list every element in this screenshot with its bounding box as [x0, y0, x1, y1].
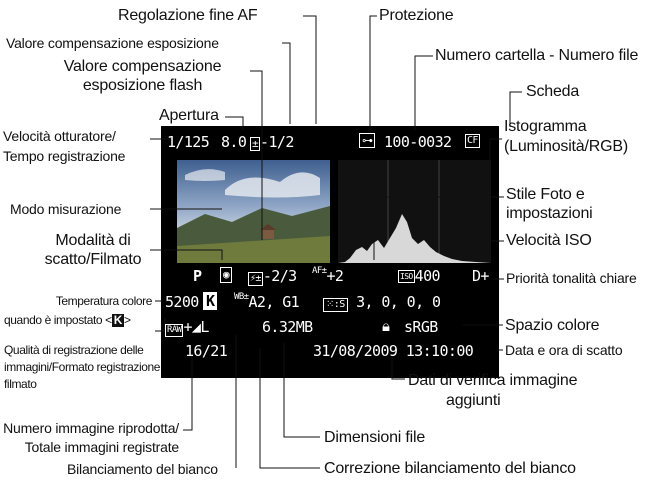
label-temp-colore-2: quando è impostato <K>	[4, 313, 131, 327]
screen-lock-icon: 🔒︎	[382, 317, 390, 335]
screen-k-icon: K	[203, 292, 218, 310]
label-comp-flash-1: Valore compensazione	[63, 58, 222, 75]
label-modo-misurazione: Modo misurazione	[10, 201, 122, 217]
wb-shift-icon: WB±	[234, 292, 249, 302]
raw-icon: RAW	[165, 324, 184, 337]
label-velocita-2: Tempo registrazione	[3, 148, 126, 164]
flash-comp-icon: ⚡±	[248, 272, 263, 286]
screen-folder-file: 100-0032	[384, 133, 452, 151]
screen-file-size: 6.32MB	[262, 318, 313, 336]
picture-style-icon: ⁙:S	[323, 298, 348, 312]
protect-key-icon: ⊶	[359, 133, 376, 148]
label-modalita-2: scatto/Filmato	[44, 251, 142, 268]
screen-wb-shift: WB±A2, G1	[234, 292, 300, 312]
label-iso: Velocità ISO	[506, 232, 592, 249]
label-apertura: Apertura	[159, 107, 219, 124]
card-icon: CF	[465, 134, 480, 148]
metering-icon: ◉	[220, 267, 233, 283]
label-protezione: Protezione	[379, 7, 454, 24]
af-adjust-icon: AF±	[312, 266, 327, 276]
screen-af-adjust: AF±+2	[312, 266, 344, 286]
label-correzione: Correzione bilanciamento del bianco	[324, 460, 576, 477]
iso-icon: ISO	[398, 270, 415, 283]
screen-shutter: 1/125	[167, 133, 210, 151]
label-temp-colore-1: Temperatura colore	[55, 294, 153, 308]
label-numero-immagine-2: Totale immagini registrate	[24, 439, 180, 455]
label-stile-2: impostazioni	[506, 205, 593, 222]
label-dimensioni-file: Dimensioni file	[324, 429, 426, 446]
exp-comp-icon: ±	[250, 137, 261, 151]
label-stile-1: Stile Foto e	[506, 186, 585, 203]
screen-flash-comp: ⚡±-2/3	[248, 267, 297, 286]
screen-kelvin: 5200	[165, 293, 199, 311]
label-velocita-1: Velocità otturatore/	[3, 128, 116, 144]
photo-thumbnail	[177, 160, 330, 263]
label-comp-esposizione: Valore compensazione esposizione	[6, 35, 219, 51]
label-dati-verifica-2: aggiunti	[446, 392, 501, 409]
label-spazio-colore: Spazio colore	[505, 317, 600, 334]
label-istogramma-2: (Luminosità/RGB)	[504, 138, 628, 155]
screen-exp-comp: ±-1/2	[250, 133, 294, 151]
screen-mode: P	[193, 267, 202, 285]
label-qualita-3: filmato	[4, 377, 37, 391]
label-scheda: Scheda	[526, 83, 580, 100]
label-qualita-2: immagini/Formato registrazione	[4, 360, 161, 374]
label-qualita-1: Qualità di registrazione delle	[4, 343, 144, 357]
screen-aperture: 8.0	[221, 133, 247, 151]
label-priorita: Priorità tonalità chiare	[506, 270, 637, 286]
screen-date-time: 31/08/2009 13:10:00	[313, 342, 474, 360]
label-istogramma-1: Istogramma	[504, 118, 587, 135]
label-numero-cartella: Numero cartella - Numero file	[435, 47, 639, 64]
label-comp-flash-2: esposizione flash	[82, 77, 203, 94]
leader-lines	[150, 15, 522, 469]
label-modalita-1: Modalità di	[55, 232, 131, 249]
label-data-ora: Data e ora di scatto	[505, 342, 623, 358]
label-regolazione-af: Regolazione fine AF	[118, 7, 258, 24]
screen-counter: 16/21	[185, 342, 228, 360]
label-numero-immagine-1: Numero immagine riprodotta/	[3, 420, 179, 436]
label-dati-verifica-1: Dati di verifica immagine	[408, 372, 578, 389]
label-bilanciamento: Bilanciamento del bianco	[67, 461, 218, 477]
histogram	[338, 160, 491, 263]
screen-color-space: sRGB	[404, 318, 438, 336]
screen-style: ⁙:S 3, 0, 0, 0	[323, 293, 441, 312]
k-icon: K	[111, 313, 125, 327]
screen-quality: RAW+◢L	[165, 318, 209, 337]
screen-d-plus: D+	[472, 267, 489, 285]
